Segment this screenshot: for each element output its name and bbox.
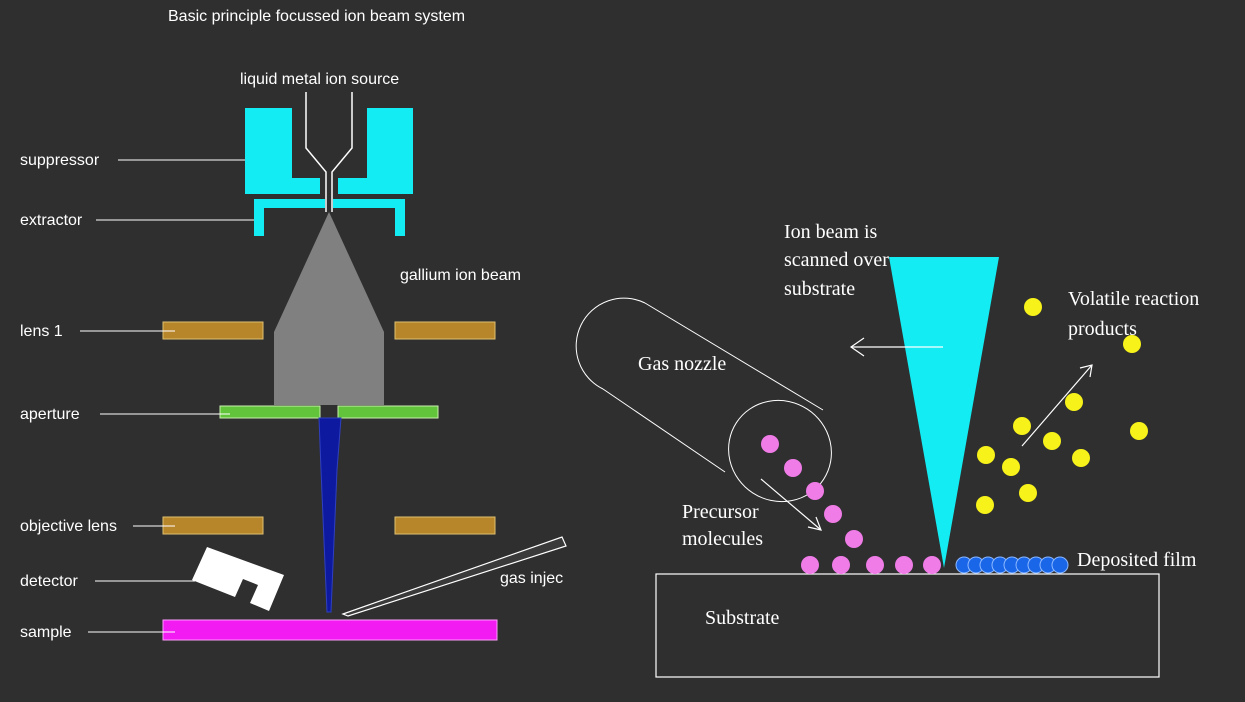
sample-plate bbox=[162, 619, 498, 641]
source-label: liquid metal ion source bbox=[240, 71, 399, 88]
ion-beam-cone bbox=[889, 257, 999, 568]
volatile-arrow-head bbox=[1079, 364, 1093, 378]
lens1-right bbox=[394, 321, 496, 340]
label-aperture: aperture bbox=[20, 406, 80, 423]
precursor-molecule bbox=[806, 482, 824, 500]
scan-label-line2: scanned over bbox=[784, 249, 889, 271]
deposition-schematic: Substrate Gas nozzle Ion beam is scanned… bbox=[575, 221, 1199, 678]
diagram-title: Basic principle focussed ion beam system bbox=[168, 8, 465, 25]
volatile-products bbox=[976, 298, 1148, 514]
precursor-molecule bbox=[824, 505, 842, 523]
gas-nozzle-body bbox=[602, 302, 824, 473]
scan-label-line3: substrate bbox=[784, 278, 855, 300]
extractor-left bbox=[254, 199, 325, 236]
label-detector: detector bbox=[20, 573, 78, 590]
scan-arrow-head bbox=[849, 337, 865, 357]
fib-system: Basic principle focussed ion beam system… bbox=[20, 8, 567, 641]
objective-lens-right bbox=[394, 516, 496, 535]
aperture-right bbox=[337, 405, 439, 419]
extractor-right bbox=[333, 199, 405, 236]
gas-nozzle-label: Gas nozzle bbox=[638, 353, 726, 375]
volatile-arrow-line bbox=[1021, 364, 1093, 447]
volatile-molecule bbox=[1123, 335, 1141, 353]
ion-source-needle-left bbox=[305, 92, 327, 212]
precursor-molecule bbox=[761, 435, 779, 453]
aperture-left bbox=[219, 405, 321, 419]
gas-injector-label: gas injec bbox=[500, 570, 563, 587]
volatile-molecule bbox=[1024, 298, 1042, 316]
label-extractor: extractor bbox=[20, 212, 83, 229]
beam-label: gallium ion beam bbox=[400, 267, 521, 284]
substrate-box bbox=[655, 573, 1160, 678]
volatile-molecule bbox=[1043, 432, 1061, 450]
precursor-molecules bbox=[761, 435, 941, 574]
scan-label-line1: Ion beam is bbox=[784, 221, 878, 243]
volatile-molecule bbox=[1002, 458, 1020, 476]
precursor-arrow-line bbox=[760, 478, 822, 531]
suppressor-right bbox=[338, 108, 413, 194]
film-particle bbox=[1051, 556, 1069, 574]
volatile-molecule bbox=[1065, 393, 1083, 411]
volatile-molecule bbox=[1013, 417, 1031, 435]
precursor-molecule bbox=[832, 556, 850, 574]
suppressor-left bbox=[245, 108, 320, 194]
volatile-molecule bbox=[977, 446, 995, 464]
precursor-label-line1: Precursor bbox=[682, 501, 759, 523]
label-suppressor: suppressor bbox=[20, 152, 100, 169]
volatile-label-line1: Volatile reaction bbox=[1068, 288, 1199, 310]
volatile-molecule bbox=[1019, 484, 1037, 502]
focused-beam bbox=[318, 417, 342, 613]
precursor-molecule bbox=[845, 530, 863, 548]
volatile-molecule bbox=[1130, 422, 1148, 440]
precursor-molecule bbox=[784, 459, 802, 477]
deposited-film bbox=[955, 556, 1069, 574]
substrate-label: Substrate bbox=[705, 607, 780, 629]
precursor-arrow-head bbox=[807, 516, 822, 531]
lens1-left bbox=[162, 321, 264, 340]
volatile-molecule bbox=[976, 496, 994, 514]
precursor-molecule bbox=[923, 556, 941, 574]
gas-injector-needle bbox=[341, 536, 567, 617]
label-objective-lens: objective lens bbox=[20, 518, 117, 535]
precursor-label-line2: molecules bbox=[682, 528, 763, 550]
gallium-ion-beam bbox=[274, 212, 384, 405]
precursor-molecule bbox=[866, 556, 884, 574]
precursor-molecule bbox=[801, 556, 819, 574]
ion-source-needle-right bbox=[331, 92, 353, 212]
detector-shape bbox=[192, 547, 284, 611]
gas-nozzle-back bbox=[575, 297, 646, 390]
precursor-molecule bbox=[895, 556, 913, 574]
gas-nozzle-opening bbox=[728, 399, 832, 503]
volatile-label-line2: products bbox=[1068, 318, 1137, 340]
label-lens1: lens 1 bbox=[20, 323, 63, 340]
label-sample: sample bbox=[20, 624, 72, 641]
volatile-molecule bbox=[1072, 449, 1090, 467]
deposited-film-label: Deposited film bbox=[1077, 549, 1197, 571]
objective-lens-left bbox=[162, 516, 264, 535]
